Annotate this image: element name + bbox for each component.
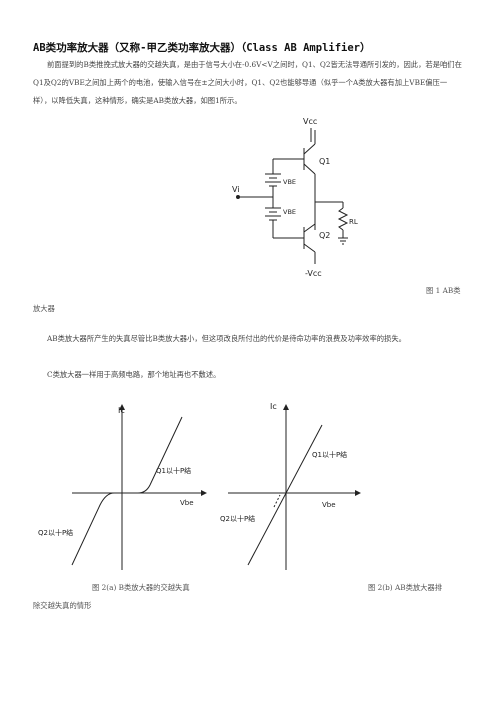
label-vbe-lower: VBE — [283, 208, 296, 216]
figure-1-circuit: Vcc Q1 VBE Vi VBE RL Q2 -Vcc — [232, 117, 358, 278]
label-q1: Q1 — [319, 157, 330, 166]
paragraph-class-c: C类放大器一样用于高频电路，那个地址再也不敷述。 — [33, 366, 465, 384]
paragraph-intro: 前面提到的B类推挽式放大器的交越失真，是由于信号大小在-0.6V<V之间时，Q1… — [33, 56, 465, 110]
paragraph-ab-tradeoff: AB类放大器所产生的失真尽管比B类放大器小，但这项改良所付出的代价是待命功率的浪… — [33, 330, 465, 348]
figure-2b-ab-no-crossover: Ic Q1以十P结 Vbe Q2以十P结 — [220, 402, 361, 570]
label-q2-2a: Q2以十P结 — [38, 528, 73, 537]
label-vbe-2b: Vbe — [322, 501, 336, 509]
label-rl: RL — [349, 218, 358, 226]
figure-1-caption-line1: 图 1 AB类 — [426, 286, 461, 295]
figure-2b-caption-line2: 除交越失真的情形 — [33, 601, 92, 610]
label-vbe-2a: Vbe — [180, 499, 194, 507]
figure-2a-crossover: Ic Q1以十P结 Vbe Q2以十P结 — [38, 404, 207, 570]
label-neg-vcc: -Vcc — [305, 269, 322, 278]
page-title: AB类功率放大器（又称-甲乙类功率放大器）（Class AB Amplifier… — [33, 42, 371, 54]
figure-2b-caption-line1: 图 2(b) AB类放大器排 — [368, 583, 443, 592]
paragraph-intro-text: 前面提到的B类推挽式放大器的交越失真，是由于信号大小在-0.6V<V之间时，Q1… — [33, 60, 462, 105]
label-vbe-upper: VBE — [283, 178, 296, 186]
label-vi: Vi — [232, 185, 240, 194]
figure-2a-caption: 图 2(a) B类放大器的交越失真 — [92, 583, 190, 592]
label-q2: Q2 — [319, 231, 330, 240]
label-vcc: Vcc — [303, 117, 317, 126]
paragraph-ab-tradeoff-text: AB类放大器所产生的失真尽管比B类放大器小，但这项改良所付出的代价是待命功率的浪… — [47, 334, 406, 343]
label-q1-2a: Q1以十P结 — [156, 466, 191, 475]
label-q1-2b: Q1以十P结 — [312, 450, 347, 459]
figure-1-caption-line2: 放大器 — [33, 304, 55, 313]
label-ic-2b: Ic — [270, 402, 277, 411]
label-q2-2b: Q2以十P结 — [220, 514, 255, 523]
paragraph-class-c-text: C类放大器一样用于高频电路，那个地址再也不敷述。 — [47, 370, 221, 379]
label-ic-2a: Ic — [118, 406, 125, 415]
